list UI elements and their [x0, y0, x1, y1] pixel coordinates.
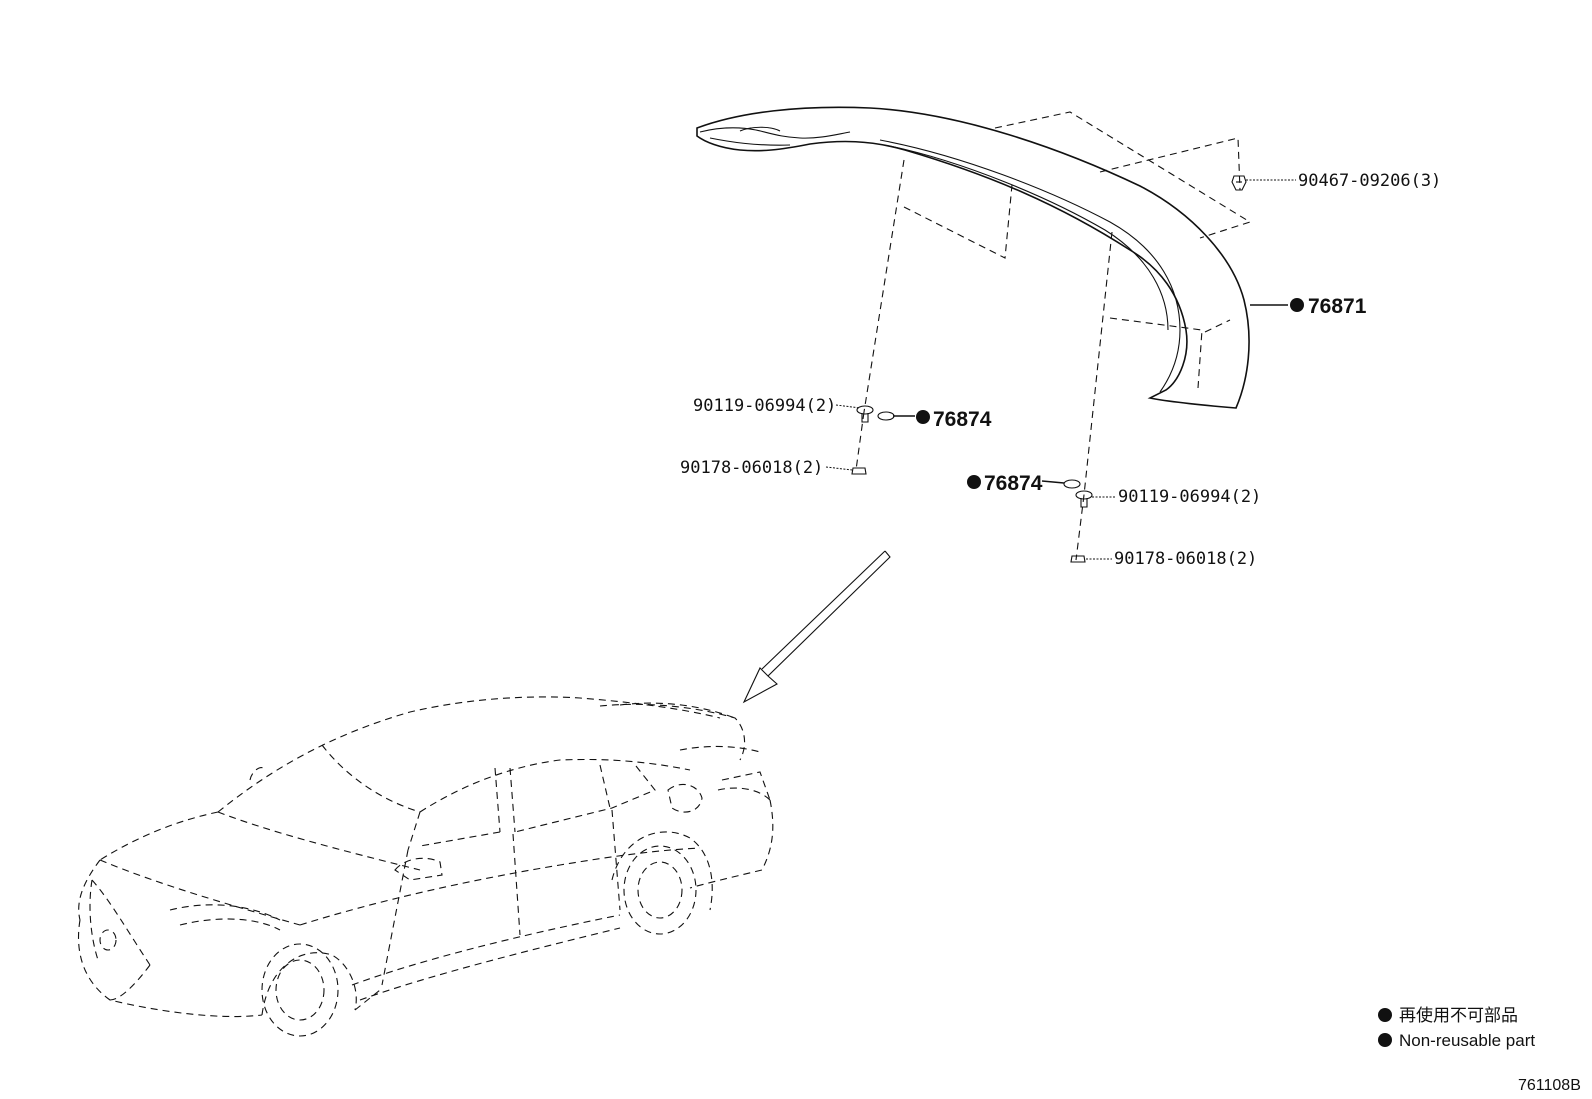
clip-icon	[1231, 175, 1247, 191]
nut-icon	[1070, 555, 1086, 563]
arrow-icon	[742, 550, 891, 704]
non-reusable-dot-icon	[1378, 1008, 1392, 1022]
callout-bolt-left: 90119-06994(2)	[693, 396, 836, 416]
callout-clip: 90467-09206(3)	[1298, 171, 1441, 191]
seal-icon	[877, 411, 895, 421]
legend-english: Non-reusable part	[1399, 1031, 1535, 1050]
callout-seal-right: 76874	[984, 472, 1043, 495]
non-reusable-dot-icon	[916, 410, 930, 424]
seal-icon	[1063, 479, 1081, 489]
non-reusable-dot-icon	[967, 475, 981, 489]
callout-nut-right: 90178-06018(2)	[1114, 549, 1257, 569]
rear-spoiler	[696, 106, 1250, 409]
dashed-guides	[855, 111, 1252, 561]
bolt-icon	[856, 405, 874, 423]
callout-seal-left: 76874	[933, 408, 992, 431]
legend-japanese: 再使用不可部品	[1399, 1005, 1518, 1025]
callout-nut-left: 90178-06018(2)	[680, 458, 823, 478]
non-reusable-dot-icon	[1290, 298, 1304, 312]
callout-spoiler: 76871	[1308, 295, 1367, 318]
nut-icon	[851, 467, 867, 475]
car-icon	[77, 696, 774, 1037]
callout-bolt-right: 90119-06994(2)	[1118, 487, 1261, 507]
bolt-icon	[1075, 490, 1093, 508]
leader-lines	[825, 179, 1296, 560]
diagram-id: 761108B	[1518, 1077, 1581, 1094]
non-reusable-dot-icon	[1378, 1033, 1392, 1047]
legend: 再使用不可部品 Non-reusable part	[1378, 1005, 1535, 1050]
